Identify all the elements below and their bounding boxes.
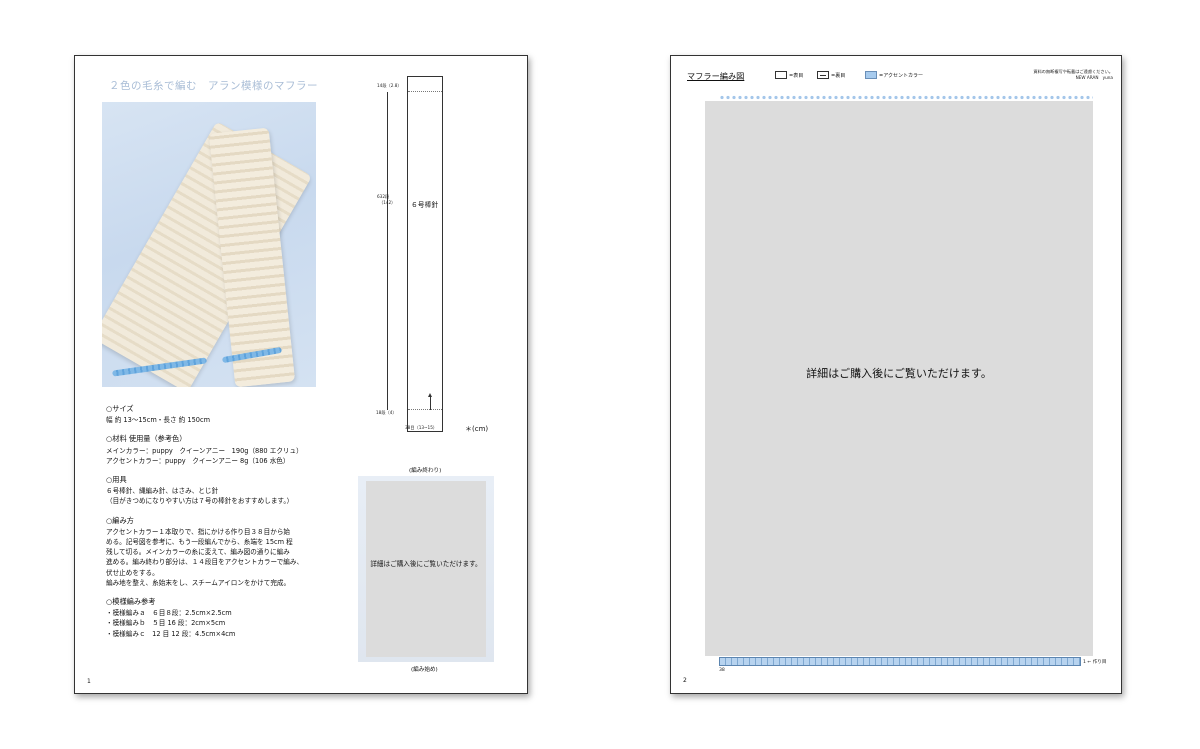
section-line: ・模様編みｃ 12 目 12 段：4.5cm×4cm [106,629,236,638]
section-gauge: ○模様編み参考 ・模様編みａ ６目８段：2.5cm×2.5cm ・模様編みｂ ５… [106,597,336,639]
purl-symbol-icon [817,71,829,79]
finish-caption-bottom: (編み始め) [411,667,438,673]
legend-knit: =表目 [775,71,803,79]
section-line: ・模様編みｂ ５目 16 段：2cm×5cm [106,619,226,628]
hidden-chart-mask: 詳細はご購入後にご覧いただけます。 [705,101,1093,656]
hidden-content-mask [366,481,486,657]
section-heading: ○サイズ [106,404,134,413]
unit-label: ＊(cm) [465,425,489,433]
section-line: 編み地を整え、糸始末をし、スチームアイロンをかけて完成。 [106,578,291,587]
section-tools: ○用具 ６号棒針、縄編み針、はさみ、とじ針 （目がきつめになりやすい方は７号の棒… [106,475,336,507]
page-number: 2 [683,677,687,684]
copyright-note: 資料の無断複写や転載はご遠慮ください。 [1033,69,1113,74]
diagram-middle-cm: （142） [379,200,396,205]
pattern-instructions: ○サイズ 幅 約 13～15cm・長さ 約 150cm ○材料 使用量（参考色）… [106,404,336,648]
diagram-divider [408,409,442,410]
accent-color-swatch-icon [865,71,877,79]
diagram-divider [408,91,442,92]
section-materials: ○材料 使用量（参考色） メインカラー：puppy クイーンアニー 190g（8… [106,434,336,466]
section-line: 進める。編み終わり部分は、１４段目をアクセントカラーで編み、 [106,558,304,567]
finish-caption-top: (編み終わり) [409,468,442,474]
knit-direction-arrow [428,393,432,410]
section-line: 残して切る。メインカラーの糸に変えて、編み図の通りに編み [106,548,290,557]
accent-edge-row [719,95,1093,100]
diagram-width: 38目（13~15） [405,425,438,430]
legend-accent: =アクセントカラー [865,71,923,79]
section-method: ○編み方 アクセントカラー１本取りで、指にかける作り目３８目から始 める。記号図… [106,516,336,588]
section-line: める。記号図を参考に、もう一段編んでから、糸端を 15cm 程 [106,538,293,547]
section-line: ６号棒針、縄編み針、はさみ、とじ針 [106,487,219,496]
purchase-message: 詳細はご購入後にご覧いただけます。 [806,367,992,380]
section-heading: ○材料 使用量（参考色） [106,434,187,444]
page-number: 1 [87,678,91,685]
section-heading: ○模様編み参考 [106,597,156,607]
finish-photo: 詳細はご購入後にご覧いただけます。 [358,476,494,662]
chart-title: マフラー編み図 [687,71,745,81]
section-line: アクセントカラー１本取りで、指にかける作り目３８目から始 [106,527,291,536]
legend-purl: =裏目 [817,71,845,79]
section-line: アクセントカラー：puppy クイーンアニー 8g（106 水色） [106,456,290,465]
cast-on-label: 1 ← 作り目 [1083,660,1107,665]
diagram-top-rows: 14段（2.8） [377,83,402,88]
scarf-size-diagram: ６号棒針 [407,76,443,432]
section-line: 伏せ止めをする。 [106,568,159,577]
diagram-middle-rows: 632段 [377,194,390,199]
section-line: メインカラー：puppy クイーンアニー 190g（880 エクリュ） [106,446,303,455]
stitch-count: 38 [719,668,725,673]
pattern-page-1: ２色の毛糸で編む アラン模様のマフラー ○サイズ 幅 約 13～15cm・長さ … [74,55,528,694]
section-line: （目がきつめになりやすい方は７号の棒針をおすすめします。） [106,497,294,506]
section-size: ○サイズ 幅 約 13～15cm・長さ 約 150cm [106,404,336,425]
section-heading: ○編み方 [106,515,134,525]
diagram-bottom-rows: 18段（4） [376,410,397,415]
scarf-photo [102,102,316,387]
legend-label: =表目 [789,72,804,79]
legend-label: =アクセントカラー [879,72,923,79]
page-title: ２色の毛糸で編む アラン模様のマフラー [109,80,318,92]
section-line: ・模様編みａ ６目８段：2.5cm×2.5cm [106,609,232,618]
cast-on-row-grid [719,657,1081,666]
section-heading: ○用具 [106,475,127,485]
author-credit: NEW ARAN yuna [1075,75,1113,80]
purchase-message: 詳細はご購入後にご覧いただけます。 [370,560,482,568]
legend-label: =裏目 [831,72,846,79]
dimension-line [387,92,388,410]
pattern-page-2: マフラー編み図 =表目 =裏目 =アクセントカラー 資料の無断複写や転載はご遠慮… [670,55,1122,694]
section-line: 幅 約 13～15cm・長さ 約 150cm [106,416,211,425]
knit-symbol-icon [775,71,787,79]
needle-label: ６号棒針 [411,201,439,209]
